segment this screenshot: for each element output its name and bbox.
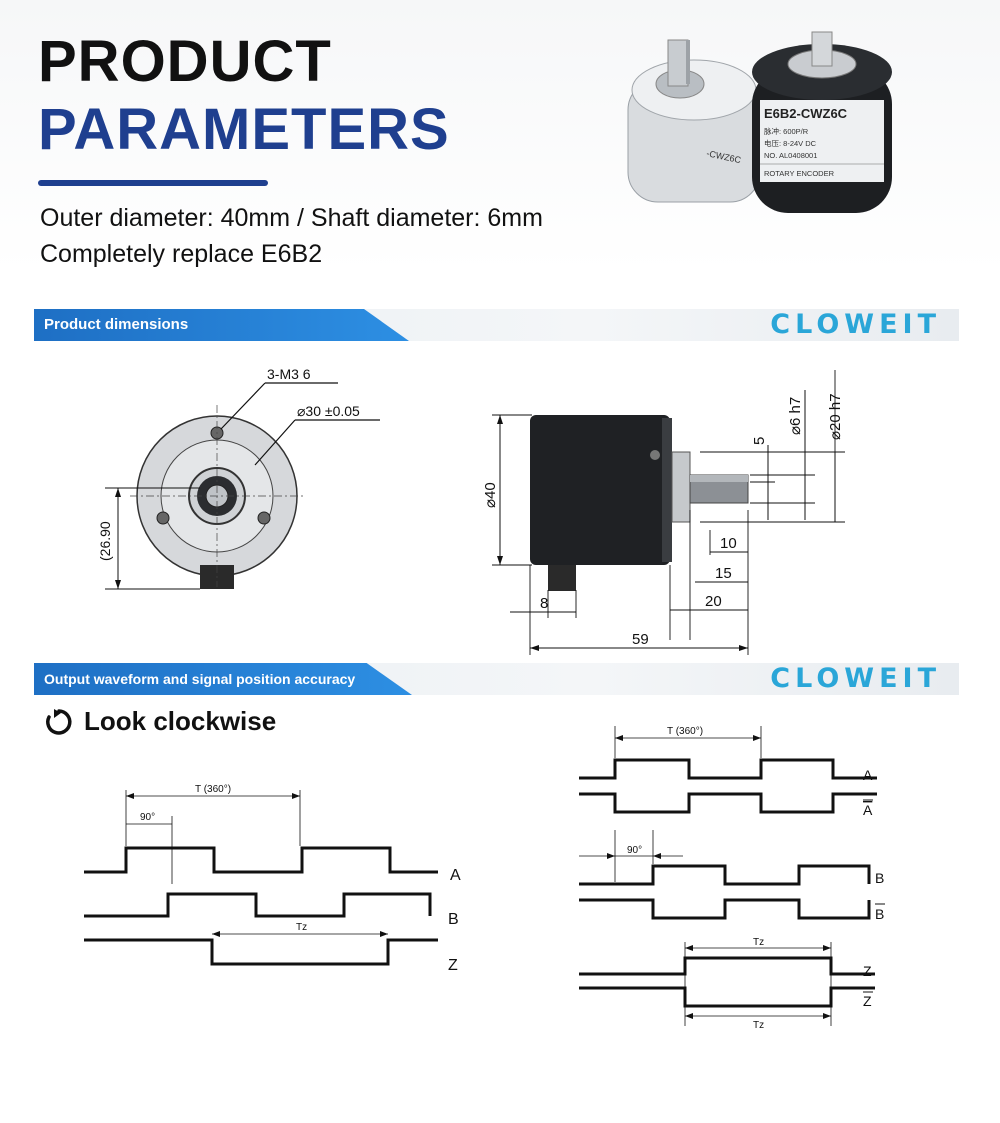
signal-z-left xyxy=(84,938,438,966)
shaft-diameter-label: ⌀6 h7 xyxy=(787,397,804,435)
brand-logo-2: CLOWEIT xyxy=(770,663,941,694)
photo-label-voltage: 电压: 8-24V DC xyxy=(764,138,817,148)
left-tz-label: Tz xyxy=(296,922,307,933)
right-channel-z: Z xyxy=(863,963,872,979)
dimensions-banner: Product dimensions CLOWEIT xyxy=(34,309,959,341)
shaft-length-label: 15 xyxy=(715,565,732,582)
connector-width-label: 8 xyxy=(540,595,548,612)
right-tz-label: Tz xyxy=(753,937,764,948)
direction-label: Look clockwise xyxy=(84,706,277,736)
spec-replacement: Completely replace E6B2 xyxy=(40,240,323,268)
black-encoder-image: E6B2-CWZ6C 脉冲: 600P/R 电压: 8-24V DC NO. A… xyxy=(752,31,892,213)
height-dimension-label: (26.90 xyxy=(97,521,113,561)
right-channel-z-bar: Z xyxy=(863,993,872,1009)
waveform-banner: Output waveform and signal position accu… xyxy=(34,663,959,695)
right-channel-b-bar: B xyxy=(875,906,884,922)
right-tz-bottom-label: Tz xyxy=(753,1020,764,1031)
clockwise-arrow-icon xyxy=(46,708,72,735)
product-model-label: E6B2-CWZ6C xyxy=(764,106,848,121)
boss-diameter-label: ⌀20 h7 xyxy=(827,393,844,440)
body-diameter-label: ⌀40 xyxy=(482,482,499,508)
signal-a-right xyxy=(579,758,877,780)
signal-b-left xyxy=(84,892,432,918)
total-length-label: 59 xyxy=(632,631,649,648)
waveform-left: T (360°) 90° Tz A B Z xyxy=(84,784,461,974)
left-channel-a: A xyxy=(450,867,461,884)
left-period-label: T (360°) xyxy=(195,784,231,795)
signal-b-bar-right xyxy=(579,898,871,920)
signal-b-right xyxy=(579,864,871,886)
signal-z-bar-right xyxy=(579,986,875,1008)
product-photo: -CWZ6C E6B2-CWZ6C 脉冲: 600P/R 电压: 8-24V D… xyxy=(627,31,892,213)
silver-encoder-image: -CWZ6C xyxy=(627,39,761,203)
left-phase-label: 90° xyxy=(140,812,155,823)
left-channel-z: Z xyxy=(448,957,458,974)
front-view-drawing: 3-M3 6 ⌀30 ±0.05 (26.90 xyxy=(97,366,380,590)
right-phase-label: 90° xyxy=(627,845,642,856)
page-title-line1: PRODUCT xyxy=(38,29,332,94)
right-period-label: T (360°) xyxy=(667,726,703,737)
right-channel-a-bar: A xyxy=(863,802,873,818)
photo-label-pulse: 脉冲: 600P/R xyxy=(764,126,809,136)
flat-depth-label: 5 xyxy=(751,437,768,445)
spec-diameter: Outer diameter: 40mm / Shaft diameter: 6… xyxy=(40,204,543,232)
screw-hole-label: 3-M3 6 xyxy=(267,366,311,382)
brand-logo: CLOWEIT xyxy=(770,309,941,340)
photo-label-type: ROTARY ENCODER xyxy=(764,169,835,178)
left-channel-b: B xyxy=(448,911,459,928)
waveform-right: T (360°) 90° Tz Tz A A B B Z Z xyxy=(579,726,885,1031)
boss-length-label: 20 xyxy=(705,593,722,610)
side-view-drawing: ⌀40 ⌀20 h7 ⌀6 h7 5 10 15 20 8 59 xyxy=(482,370,845,655)
signal-a-left xyxy=(84,846,438,874)
right-channel-b: B xyxy=(875,870,884,886)
bolt-circle-label: ⌀30 ±0.05 xyxy=(297,403,360,419)
right-channel-a: A xyxy=(863,767,873,783)
photo-label-serial: NO. AL0408001 xyxy=(764,151,817,160)
waveform-banner-label: Output waveform and signal position accu… xyxy=(34,663,412,695)
title-underline xyxy=(38,180,268,186)
signal-z-right xyxy=(579,956,875,976)
flat-length-label: 10 xyxy=(720,535,737,552)
signal-a-bar-right xyxy=(579,792,877,814)
page-title-line2: PARAMETERS xyxy=(38,97,450,162)
dimensions-banner-label: Product dimensions xyxy=(34,309,409,341)
rotation-direction: Look clockwise xyxy=(44,706,276,737)
